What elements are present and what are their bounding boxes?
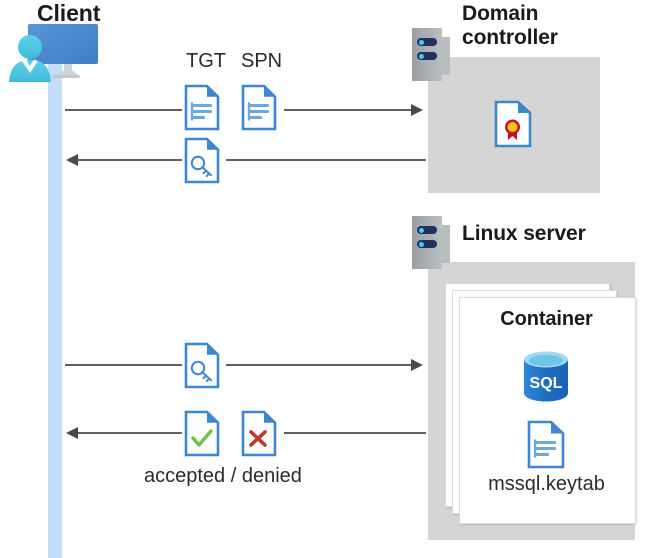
flow-linux-to-client-arrow	[66, 427, 426, 439]
domain-controller-label: Domain controller	[462, 2, 652, 50]
client-lifeline	[48, 60, 62, 558]
container-card-front	[459, 297, 636, 524]
sql-database-icon: SQL	[521, 350, 571, 402]
auth-ticket-key-document-icon	[184, 342, 220, 389]
linux-server-label: Linux server	[462, 222, 586, 245]
domain-controller-label-line1: Domain	[462, 2, 539, 25]
keytab-filename-label: mssql.keytab	[488, 473, 605, 495]
container-label: Container	[500, 308, 593, 330]
tgt-document-icon	[184, 84, 220, 131]
accepted-document-icon	[184, 410, 220, 457]
client-label: Client	[37, 0, 101, 26]
flow-client-to-linux-arrow	[65, 359, 423, 371]
flow-dc-to-client-arrow	[66, 154, 426, 166]
client-workstation-icon	[6, 20, 104, 82]
domain-controller-label-line2: controller	[462, 25, 558, 49]
denied-document-icon	[241, 410, 277, 457]
spn-document-icon	[241, 84, 277, 131]
certificate-document-icon	[494, 100, 532, 148]
spn-label: SPN	[241, 50, 283, 72]
accepted-denied-label: accepted / denied	[144, 465, 302, 487]
flow-client-to-dc-arrow	[65, 104, 423, 116]
service-ticket-key-document-icon	[184, 137, 220, 184]
tgt-label: TGT	[186, 50, 226, 72]
keytab-document-icon	[527, 420, 565, 469]
svg-text:SQL: SQL	[530, 375, 563, 392]
